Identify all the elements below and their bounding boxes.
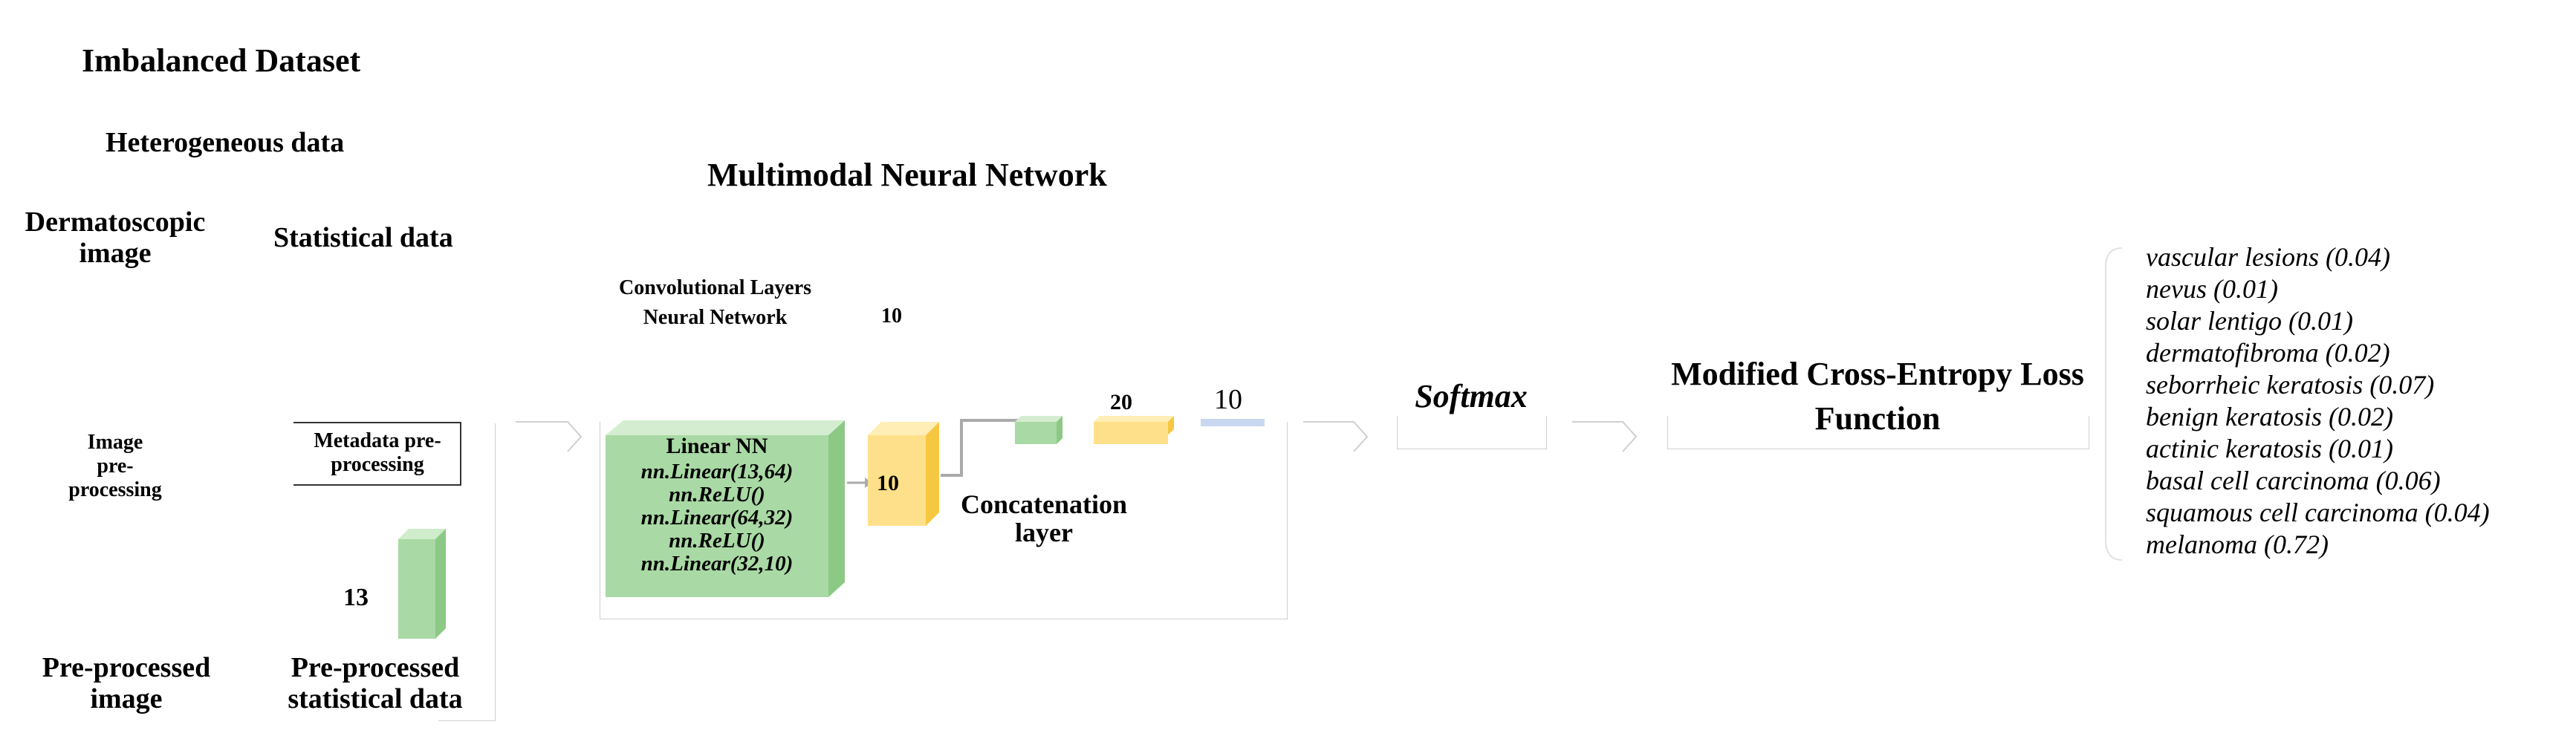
conv-layers-label: Convolutional Layers Neural Network [618, 276, 812, 329]
image-preprocessing-label: Image pre-processing [68, 431, 162, 501]
linear-layer-2: nn.ReLU() [669, 483, 765, 507]
linear-output-prism [868, 422, 939, 526]
linear-nn-title: Linear NN [666, 434, 768, 458]
statistical-data-label: Statistical data [273, 222, 453, 253]
metadata-preprocessing-label: Metadata pre-processing [314, 429, 441, 476]
network-panel [600, 422, 1288, 619]
network-to-softmax-arrow [1303, 421, 1369, 452]
final-dim: 10 [1214, 384, 1242, 415]
class-item-nevus: nevus (0.01) [2146, 274, 2278, 304]
class-item-melanoma: melanoma (0.72) [2146, 530, 2329, 559]
input-panel-bottom [438, 720, 496, 721]
linear-layer-4: nn.ReLU() [669, 529, 765, 553]
preprocessed-image-label: Pre-processed image [42, 652, 211, 714]
class-item-squamous-cell-carcinoma: squamous cell carcinoma (0.04) [2146, 498, 2490, 527]
input-to-network-arrow [516, 421, 583, 452]
concat-dim: 20 [1110, 390, 1132, 414]
softmax-label: Softmax [1415, 378, 1528, 414]
metadata-preprocessing-box [293, 422, 461, 486]
class-item-actinic-keratosis: actinic keratosis (0.01) [2146, 434, 2393, 463]
final-vector [1201, 419, 1265, 426]
linear-output-dim: 10 [877, 471, 899, 495]
linear-layer-5: nn.Linear(32,10) [640, 552, 794, 576]
linear-layers-list: nn.Linear(13,64) nn.ReLU() nn.Linear(64,… [606, 460, 828, 576]
multimodal-nn-title: Multimodal Neural Network [707, 157, 1107, 193]
softmax-to-loss-arrow [1572, 421, 1638, 452]
class-item-benign-keratosis: benign keratosis (0.02) [2146, 402, 2393, 431]
conv-output-dim: 10 [881, 305, 902, 328]
concatenation-label: Concatenation layer [961, 489, 1127, 547]
input-panel-border [495, 423, 496, 720]
concat-yellow-segment [1094, 416, 1174, 444]
heterogeneous-data-title: Heterogeneous data [106, 127, 345, 158]
dermatoscopic-image-label: Dermatoscopic image [25, 206, 206, 269]
softmax-box [1397, 416, 1547, 449]
class-item-solar-lentigo: solar lentigo (0.01) [2146, 306, 2353, 336]
output-bracket [2105, 247, 2123, 561]
imbalanced-dataset-title: Imbalanced Dataset [82, 42, 361, 79]
loss-label: Modified Cross-Entropy Loss Function [1671, 356, 2084, 437]
class-probability-list: vascular lesions (0.04) nevus (0.01) sol… [2146, 241, 2490, 561]
concat-green-segment [1015, 416, 1062, 444]
meta-dim-label: 13 [343, 584, 369, 611]
preprocessed-statistical-label: Pre-processed statistical data [288, 652, 463, 714]
class-item-seborrheic-keratosis: seborrheic keratosis (0.07) [2146, 370, 2435, 400]
concat-connector [941, 419, 1018, 477]
linear-nn-block [606, 420, 845, 597]
class-item-dermatofibroma: dermatofibroma (0.02) [2146, 338, 2390, 368]
loss-box [1667, 416, 2089, 449]
linear-layer-3: nn.Linear(64,32) [640, 506, 794, 530]
class-item-vascular-lesions: vascular lesions (0.04) [2146, 242, 2390, 272]
class-item-basal-cell-carcinoma: basal cell carcinoma (0.06) [2146, 466, 2441, 495]
linear-layer-1: nn.Linear(13,64) [640, 460, 794, 483]
metadata-vector-prism [398, 529, 446, 639]
